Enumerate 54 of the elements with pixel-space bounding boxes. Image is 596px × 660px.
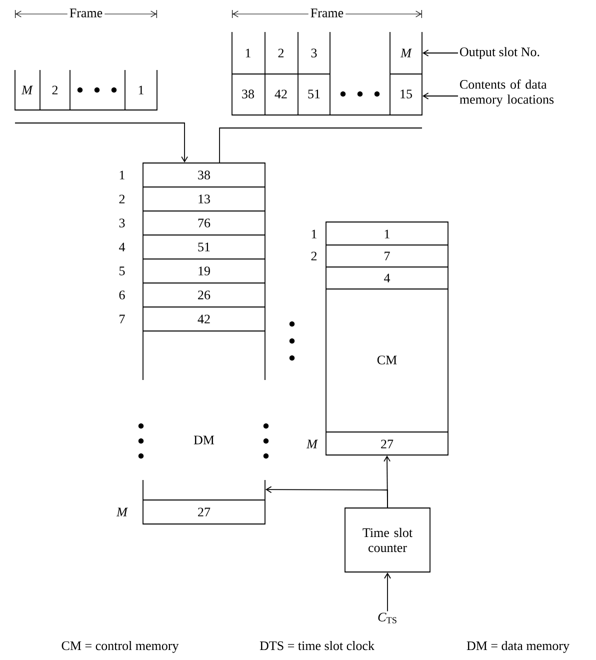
cell-value: 19 bbox=[198, 266, 210, 276]
legend-note: DM = data memory bbox=[466, 641, 570, 653]
row-number: 4 bbox=[119, 242, 126, 252]
cell-value: M bbox=[21, 86, 34, 94]
data-memory bbox=[138, 162, 269, 524]
output-frame bbox=[232, 32, 422, 116]
arrow bbox=[422, 92, 458, 100]
row-number: 2 bbox=[311, 252, 317, 260]
cell-value: 51 bbox=[198, 242, 210, 252]
cell-value: CM bbox=[377, 356, 397, 364]
arrow bbox=[14, 122, 188, 163]
cell-value: 27 bbox=[381, 440, 394, 448]
row-number: 5 bbox=[120, 266, 125, 276]
dimension-label: Frame bbox=[308, 6, 346, 20]
legend-note: CM = control memory bbox=[62, 641, 179, 653]
input-frame bbox=[14, 70, 158, 110]
arrow bbox=[384, 572, 391, 612]
signal-label: C$_{TS}$ bbox=[378, 612, 396, 624]
row-number: 1 bbox=[120, 170, 124, 180]
row-number: M bbox=[306, 440, 318, 448]
row-number: 3 bbox=[119, 218, 125, 228]
counter-box: Time slot counter bbox=[344, 508, 430, 572]
cell-value: 15 bbox=[400, 90, 412, 98]
cell-value: 42 bbox=[198, 314, 210, 324]
cell-value: 51 bbox=[308, 90, 320, 98]
cell-value: 26 bbox=[198, 290, 210, 300]
cell-value: 1 bbox=[138, 86, 144, 94]
cell-value: M bbox=[400, 48, 412, 58]
control-memory bbox=[326, 222, 448, 456]
cell-value: 2 bbox=[278, 48, 284, 58]
cell-value: 4 bbox=[384, 274, 390, 282]
cell-value: 27 bbox=[198, 508, 210, 516]
cell-value: 3 bbox=[311, 48, 317, 58]
dimension-label: Frame bbox=[67, 6, 105, 20]
cell-value: 38 bbox=[242, 90, 254, 98]
legend-note: DTS = time slot clock bbox=[260, 641, 374, 650]
cell-value: 38 bbox=[198, 170, 210, 180]
row-number: 7 bbox=[120, 314, 125, 324]
annotation-text: Output slot No. bbox=[460, 47, 540, 59]
cell-value: 7 bbox=[384, 252, 390, 260]
arrow bbox=[422, 50, 458, 56]
row-number: M bbox=[116, 508, 128, 516]
cell-value: 76 bbox=[198, 218, 210, 228]
cell-value: 1 bbox=[246, 48, 250, 58]
cell-value: 13 bbox=[198, 194, 210, 204]
cell-value: DM bbox=[194, 436, 214, 444]
cell-value: 2 bbox=[52, 86, 58, 94]
arrow bbox=[265, 486, 388, 508]
row-number: 6 bbox=[119, 290, 125, 300]
annotation-text: Contents of data memory locations bbox=[460, 80, 554, 106]
row-number: 1 bbox=[312, 230, 316, 238]
cell-value: 1 bbox=[384, 230, 390, 238]
cell-value: 42 bbox=[274, 90, 287, 98]
row-number: 2 bbox=[119, 194, 125, 204]
